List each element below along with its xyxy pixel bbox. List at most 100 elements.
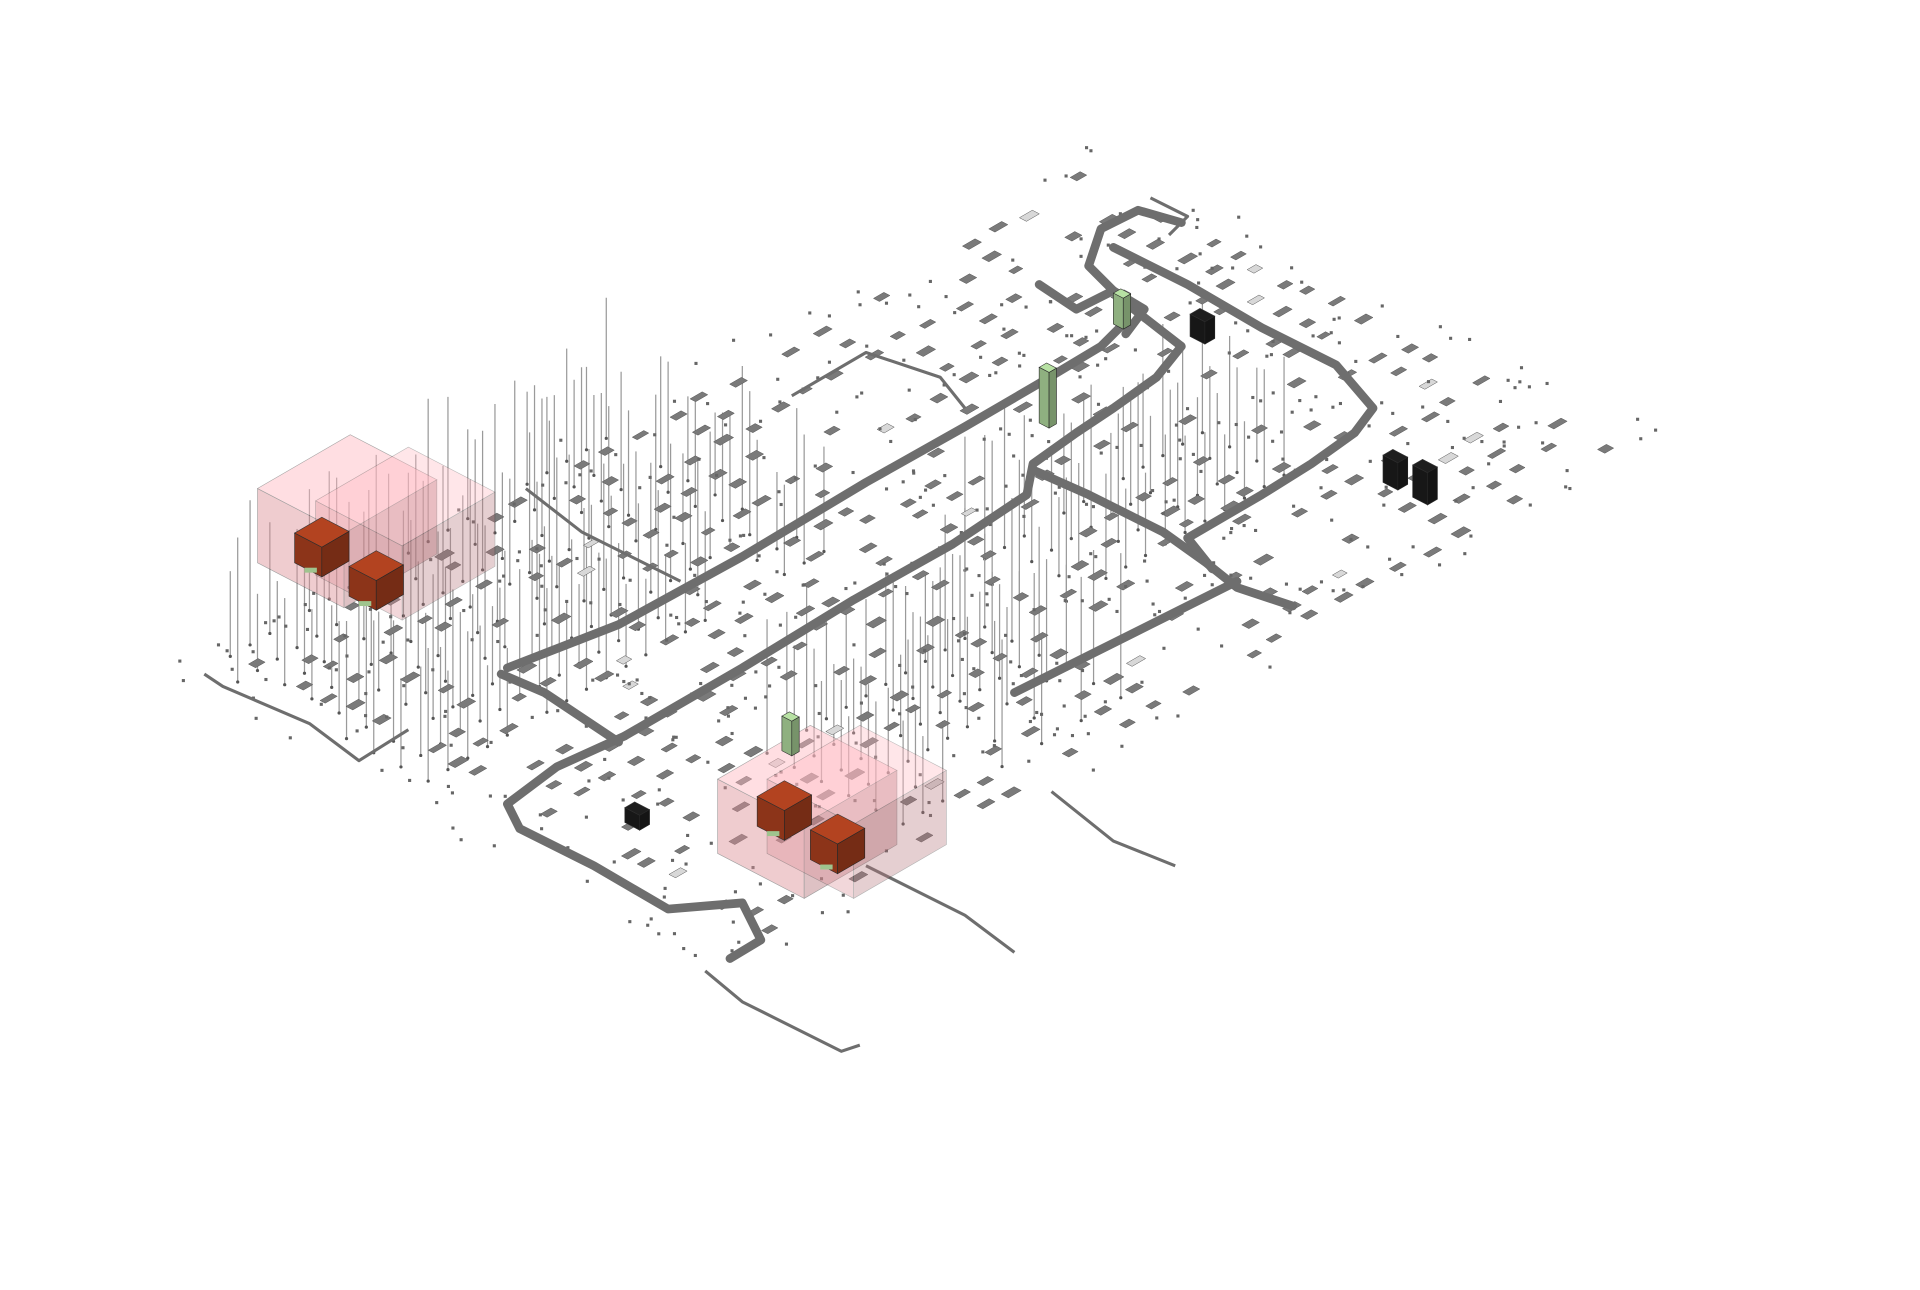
fitting xyxy=(1000,303,1004,307)
fitting xyxy=(928,279,932,283)
fitting xyxy=(496,639,500,644)
hanger-anchor xyxy=(943,648,947,652)
fitting xyxy=(671,738,675,742)
fitting xyxy=(717,719,721,723)
fitting xyxy=(1564,485,1568,489)
diffuser xyxy=(858,675,878,686)
hanger-anchor xyxy=(1082,499,1086,504)
fitting xyxy=(1309,408,1313,412)
fitting xyxy=(1361,585,1365,589)
diffuser xyxy=(1070,560,1090,571)
hanger-anchor xyxy=(649,590,653,594)
fitting xyxy=(763,592,767,596)
fitting xyxy=(911,685,915,689)
diffusers xyxy=(178,146,1658,958)
fitting xyxy=(853,581,857,585)
hanger-anchor xyxy=(307,608,312,613)
hanger-anchor xyxy=(1262,485,1266,489)
branch-duct xyxy=(1149,196,1190,237)
fitting xyxy=(1151,602,1155,606)
fitting xyxy=(1259,399,1263,403)
diffuser xyxy=(939,523,959,534)
diffuser xyxy=(868,647,887,659)
fitting xyxy=(672,932,677,936)
diffuser xyxy=(858,542,878,554)
fitting xyxy=(539,564,543,568)
diffuser xyxy=(1161,477,1179,487)
diffuser xyxy=(1103,512,1120,521)
fitting xyxy=(779,502,783,507)
diffuser xyxy=(837,507,855,517)
diffuser xyxy=(905,413,922,423)
diffuser xyxy=(683,617,701,627)
fitting xyxy=(303,603,307,607)
diffuser xyxy=(1093,705,1113,716)
fitting xyxy=(1246,329,1250,333)
fitting xyxy=(1288,611,1292,615)
diffuser xyxy=(791,641,808,651)
diffuser xyxy=(981,250,1003,263)
diffuser xyxy=(936,689,953,699)
diffuser xyxy=(1117,228,1137,240)
diffuser xyxy=(802,578,820,588)
fitting xyxy=(367,670,371,674)
fitting xyxy=(640,691,644,696)
fitting xyxy=(516,559,520,563)
fitting xyxy=(808,311,812,315)
fitting xyxy=(1004,633,1008,637)
diffuser xyxy=(322,660,339,670)
diffuser xyxy=(545,780,563,790)
fitting xyxy=(885,572,889,576)
fitting xyxy=(1298,399,1302,403)
hanger-anchor xyxy=(1002,545,1007,550)
diffuser xyxy=(805,550,825,562)
diffuser xyxy=(1298,318,1317,329)
diffuser xyxy=(1046,322,1065,333)
hanger-anchor xyxy=(513,519,517,523)
fitting xyxy=(618,602,622,607)
fitting xyxy=(846,910,850,914)
diffuser xyxy=(1368,352,1388,364)
diffuser xyxy=(319,693,338,704)
main-ductwork xyxy=(496,205,1378,963)
diffuser xyxy=(1052,355,1069,364)
hanger-anchor xyxy=(552,496,556,500)
fitting xyxy=(901,480,905,484)
fitting xyxy=(1237,215,1241,219)
fitting xyxy=(709,841,713,845)
diffuser xyxy=(528,572,545,582)
fitting xyxy=(1391,411,1395,415)
fitting xyxy=(1245,234,1249,238)
fitting xyxy=(852,643,856,647)
diffuser xyxy=(636,857,656,868)
fitting xyxy=(1079,237,1083,241)
hanger-anchor xyxy=(607,525,611,529)
fitting xyxy=(1234,321,1238,325)
fitting xyxy=(1178,457,1182,461)
fitting xyxy=(1268,665,1272,669)
fitting xyxy=(952,616,956,621)
fitting xyxy=(1396,334,1400,339)
diffuser xyxy=(782,536,802,547)
fitting xyxy=(1007,432,1011,436)
diffuser xyxy=(1215,278,1236,290)
diffuser xyxy=(1229,250,1247,261)
diffuser xyxy=(655,769,675,780)
diffuser xyxy=(979,550,997,560)
fitting xyxy=(758,419,763,423)
diffuser xyxy=(1020,725,1041,738)
hanger-anchor xyxy=(1069,537,1073,541)
fitting xyxy=(801,583,805,587)
black-unit xyxy=(1382,449,1409,491)
fitting xyxy=(648,475,652,479)
fitting xyxy=(1388,557,1392,561)
hanger-anchor xyxy=(362,637,366,641)
fitting xyxy=(731,920,735,924)
diffuser xyxy=(1422,546,1443,558)
diffuser xyxy=(683,455,702,466)
fitting xyxy=(775,570,779,574)
fitting xyxy=(1017,351,1021,355)
fitting xyxy=(559,438,563,442)
diffuser xyxy=(1246,264,1264,274)
fitting xyxy=(1469,534,1473,538)
